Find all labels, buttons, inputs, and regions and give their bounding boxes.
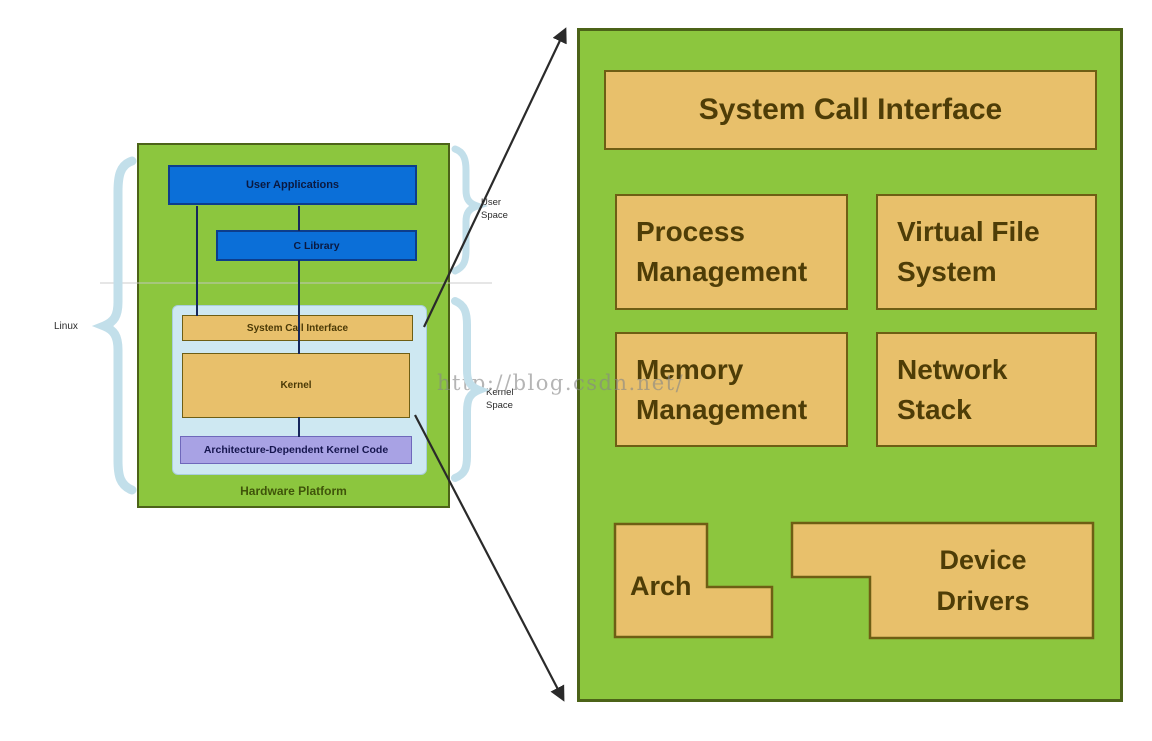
- device-drivers-label-line2: Drivers: [936, 586, 1030, 616]
- kernel-space-label: Kernel Space: [486, 386, 513, 412]
- overview-system-call-interface-box: System Call Interface: [182, 315, 413, 341]
- memory-management-label-line1: Memory: [636, 353, 744, 385]
- overview-system-call-interface-label: System Call Interface: [246, 322, 349, 334]
- c-library-box: C Library: [216, 230, 417, 261]
- arch-label: Arch: [630, 571, 692, 601]
- virtual-file-system-label-line2: System: [897, 256, 997, 287]
- device-drivers-label-line1: Device: [939, 545, 1027, 575]
- arch-dependent-kernel-code-box: Architecture-Dependent Kernel Code: [180, 436, 412, 464]
- system-call-interface-label: System Call Interface: [698, 93, 1003, 126]
- kernel-space-label-line2: Space: [486, 400, 513, 411]
- user-space-brace: [451, 145, 489, 275]
- linux-brace: [91, 156, 137, 495]
- user-applications-box: User Applications: [168, 165, 417, 205]
- process-management-label-line2: Management: [636, 256, 808, 287]
- overview-kernel-label: Kernel: [280, 380, 312, 391]
- user-space-label-line1: User: [481, 197, 502, 208]
- virtual-file-system-box: Virtual File System: [876, 194, 1097, 310]
- arch-dependent-kernel-code-label: Architecture-Dependent Kernel Code: [203, 444, 389, 456]
- user-space-label-line2: Space: [481, 210, 508, 221]
- process-management-label-line1: Process: [636, 216, 745, 247]
- virtual-file-system-label-line1: Virtual File: [897, 216, 1040, 247]
- memory-management-box: Memory Management: [615, 332, 848, 447]
- kernel-space-label-line1: Kernel: [486, 387, 514, 398]
- network-stack-box: Network Stack: [876, 332, 1097, 447]
- memory-management-label-line2: Management: [636, 393, 808, 425]
- process-management-box: Process Management: [615, 194, 848, 310]
- overview-kernel-box: Kernel: [182, 353, 410, 418]
- hardware-platform-label: Hardware Platform: [240, 484, 347, 498]
- user-applications-label: User Applications: [245, 179, 340, 191]
- linux-brace-label: Linux: [54, 321, 78, 332]
- device-drivers-label: Device Drivers: [872, 540, 1094, 622]
- watermark: http://blog.csdn.net/: [437, 371, 685, 395]
- network-stack-label-line1: Network: [897, 353, 1008, 385]
- c-library-label: C Library: [293, 239, 340, 252]
- user-space-label: User Space: [481, 196, 508, 222]
- network-stack-label-line2: Stack: [897, 393, 972, 425]
- system-call-interface-box: System Call Interface: [604, 70, 1097, 150]
